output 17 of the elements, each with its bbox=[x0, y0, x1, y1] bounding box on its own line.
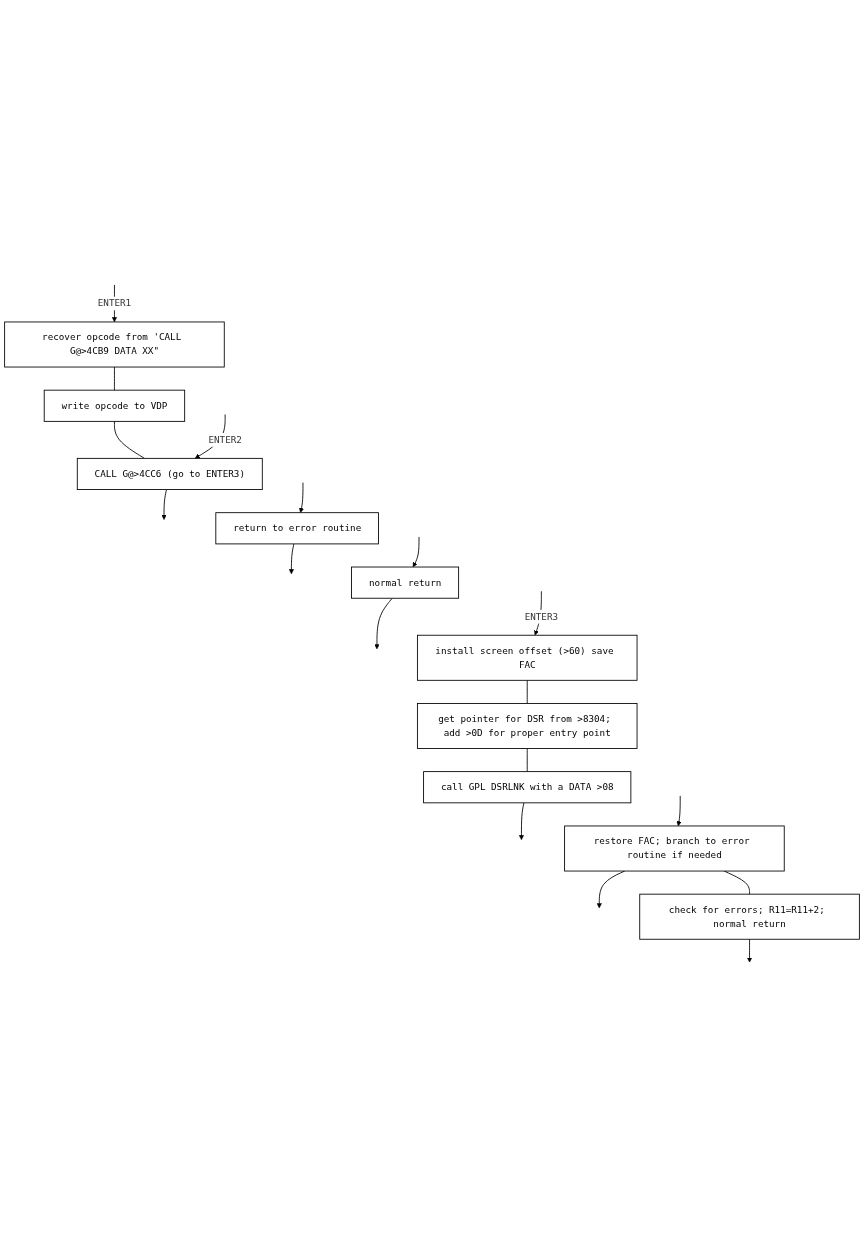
node-box: check for errors; R11=R11+2; normal return bbox=[639, 894, 860, 940]
node-box: normal return bbox=[351, 566, 460, 599]
node-box: CALL G@>4CC6 (go to ENTER3) bbox=[76, 458, 263, 491]
connector bbox=[114, 421, 145, 460]
node-box: call GPL DSRLNK with a DATA >08 bbox=[423, 771, 632, 804]
connector bbox=[114, 366, 115, 391]
node-box: restore FAC; branch to error routine if needed bbox=[564, 825, 785, 872]
node-box: recover opcode from 'CALL G@>4CB9 DATA XX" bbox=[4, 321, 225, 368]
connector bbox=[526, 680, 528, 705]
node-box: return to error routine bbox=[215, 512, 379, 545]
connector bbox=[526, 748, 528, 773]
node-box: get pointer for DSR from >8304; add >0D for proper entry point bbox=[416, 703, 638, 750]
node-box: install screen offset (>60) save FAC bbox=[416, 635, 638, 682]
edge-label: ENTER1 bbox=[97, 298, 132, 309]
edge-label: ENTER2 bbox=[208, 434, 242, 446]
edge-label: ENTER3 bbox=[524, 611, 559, 623]
node-box: write opcode to VDP bbox=[43, 390, 186, 423]
